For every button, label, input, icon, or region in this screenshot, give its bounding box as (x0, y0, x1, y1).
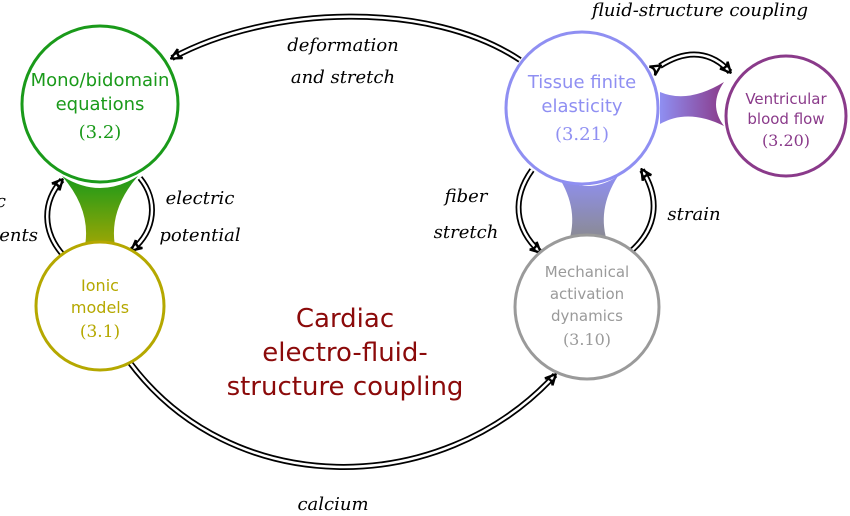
mono-ionic-connector (62, 176, 138, 258)
node-mono: Mono/bidomain equations (3.2) (20, 24, 180, 184)
mono-label-2: equations (56, 94, 145, 115)
label-deformation-2: and stretch (291, 67, 395, 88)
mech-label-2: activation (550, 285, 624, 303)
label-fsc: fluid-structure coupling (590, 0, 808, 21)
ionic-ref: (3.1) (80, 322, 120, 342)
mono-ref: (3.2) (79, 122, 122, 143)
title-line-2: electro-fluid- (262, 338, 428, 368)
ionic-label-2: models (71, 298, 129, 317)
edge-labels: fluid-structure coupling deformation and… (0, 0, 808, 515)
label-fiber-2: stretch (434, 222, 499, 243)
tissue-label-2: elasticity (541, 96, 622, 117)
vent-ref: (3.20) (762, 131, 810, 150)
label-strain: strain (667, 204, 720, 225)
node-ionic: Ionic models (3.1) (34, 240, 166, 372)
label-ionic-currents-2: currents (0, 225, 38, 246)
tissue-mech-connector (558, 176, 618, 244)
tissue-label-1: Tissue finite (527, 72, 636, 93)
ionic-label-1: Ionic (81, 276, 119, 295)
mech-ref: (3.10) (563, 330, 611, 349)
node-tissue: Tissue finite elasticity (3.21) (504, 30, 660, 186)
vent-label-1: Ventricular (745, 90, 827, 108)
vent-label-2: blood flow (747, 110, 824, 128)
node-vent: Ventricular blood flow (3.20) (724, 54, 848, 178)
label-electric-1: electric (166, 188, 235, 209)
label-ionic-currents-1: ionic (0, 191, 6, 212)
diagram-title: Cardiac electro-fluid- structure couplin… (227, 304, 464, 402)
tissue-vent-connector (660, 82, 724, 126)
tissue-ref: (3.21) (555, 124, 609, 145)
label-fiber-1: fiber (443, 186, 489, 207)
mono-label-1: Mono/bidomain (31, 70, 170, 91)
label-deformation-1: deformation (287, 35, 399, 56)
title-line-1: Cardiac (296, 304, 394, 334)
label-electric-2: potential (159, 225, 241, 246)
arrows (44, 13, 730, 470)
mech-label-1: Mechanical (545, 263, 629, 281)
node-mech: Mechanical activation dynamics (3.10) (513, 233, 661, 381)
mech-label-3: dynamics (551, 307, 623, 325)
label-calcium: calcium (297, 494, 368, 511)
title-line-3: structure coupling (227, 372, 464, 402)
